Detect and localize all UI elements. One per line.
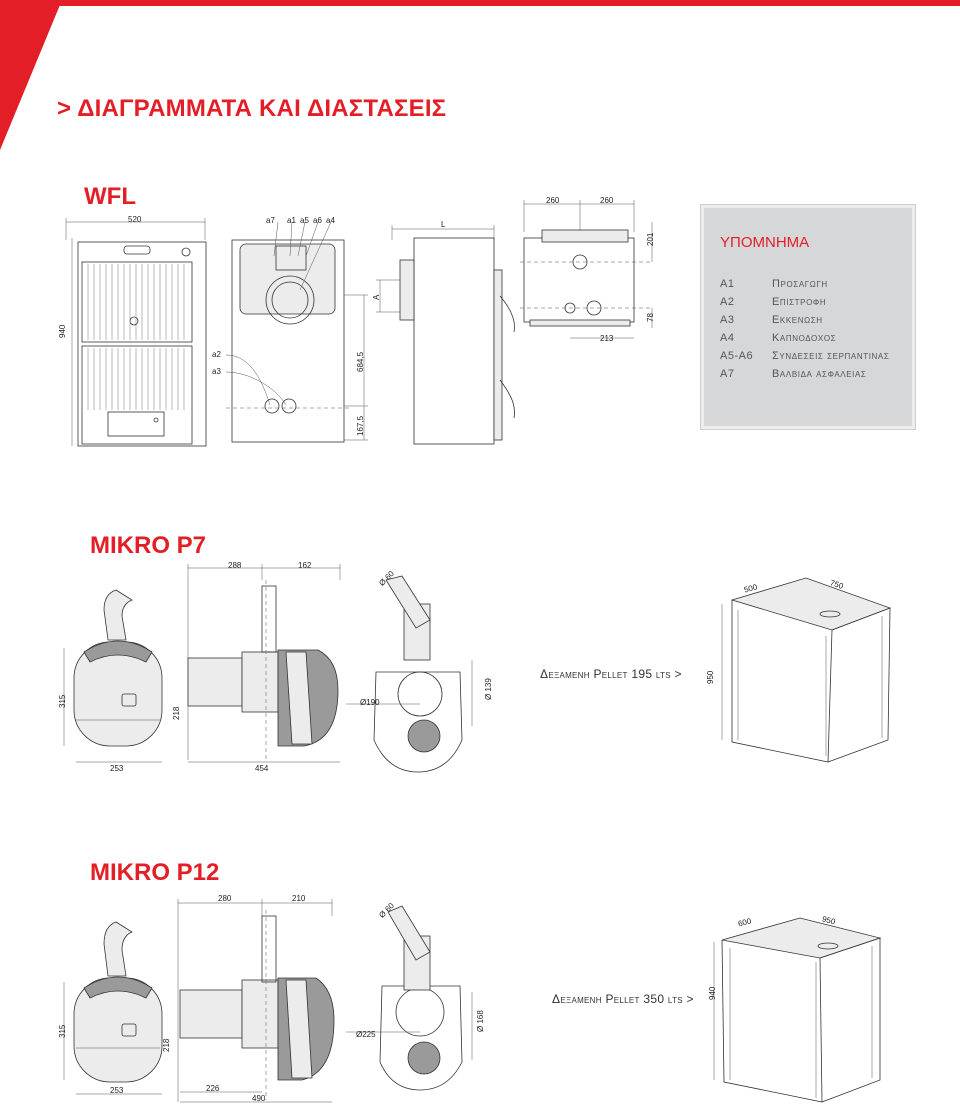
legend-label: Προσαγωγη bbox=[772, 278, 828, 290]
legend-code: Α3 bbox=[720, 314, 735, 326]
legend-code: Α4 bbox=[720, 332, 735, 344]
legend-label: Επιστροφη bbox=[772, 296, 827, 308]
corner-accent bbox=[0, 0, 62, 150]
legend-code: Α5-Α6 bbox=[720, 350, 754, 362]
p12-tank bbox=[713, 917, 882, 1103]
wfl-callout-a2: a2 bbox=[212, 350, 221, 359]
wfl-dim-width: 520 bbox=[128, 215, 142, 224]
wfl-back-view bbox=[225, 221, 368, 443]
p12-dim-253: 253 bbox=[110, 1086, 124, 1095]
legend-code: Α2 bbox=[720, 296, 735, 308]
p12-tank-label: Δεξαμενη Pellet 350 lts > bbox=[552, 992, 694, 1006]
p7-dim-253: 253 bbox=[110, 764, 124, 773]
p12-rear-view bbox=[346, 905, 473, 1091]
legend-label: Εκκενωση bbox=[772, 314, 823, 326]
wfl-callout-a5: a5 bbox=[300, 216, 309, 225]
wfl-side-view bbox=[376, 225, 515, 445]
p7-rear-view bbox=[346, 575, 473, 773]
legend-item: Α4 Καπνοδοχος bbox=[720, 332, 836, 344]
legend-label: Συνδεσεις σερπαντινας bbox=[772, 350, 890, 362]
wfl-front-slats bbox=[87, 264, 185, 410]
p7-tank-label: Δεξαμενη Pellet 195 lts > bbox=[540, 667, 682, 681]
wfl-callout-a1: a1 bbox=[287, 216, 296, 225]
p7-dim-162: 162 bbox=[298, 561, 312, 570]
wfl-dim-height: 940 bbox=[58, 324, 67, 338]
p12-front-view bbox=[63, 921, 163, 1095]
top-stripe bbox=[0, 0, 960, 6]
wfl-dim-depth: L bbox=[441, 220, 446, 229]
p12-dim-280: 280 bbox=[218, 894, 232, 903]
p12-dim-168: Ø 168 bbox=[476, 1010, 485, 1032]
wfl-dim-167: 167,5 bbox=[356, 415, 365, 436]
p12-dim-315: 315 bbox=[58, 1024, 67, 1038]
wfl-dim-201: 201 bbox=[646, 232, 655, 246]
wfl-dim-top-left: 260 bbox=[546, 196, 560, 205]
p7-dim-139: Ø 139 bbox=[484, 678, 493, 700]
wfl-dim-a: A bbox=[372, 294, 381, 300]
p12-dim-218: 218 bbox=[162, 1038, 171, 1052]
wfl-callout-a4: a4 bbox=[326, 216, 335, 225]
wfl-dim-684: 684,5 bbox=[356, 351, 365, 372]
p12-dim-210: 210 bbox=[292, 894, 306, 903]
p7-tank-dim-950: 950 bbox=[706, 670, 715, 684]
legend-label: Καπνοδοχος bbox=[772, 332, 837, 344]
p12-tank-dim-940: 940 bbox=[708, 986, 717, 1000]
wfl-callout-a7: a7 bbox=[266, 216, 275, 225]
wfl-dim-78: 78 bbox=[646, 313, 655, 322]
p12-dim-225: Ø225 bbox=[356, 1030, 376, 1039]
p7-dim-218: 218 bbox=[172, 706, 181, 720]
p12-dim-226: 226 bbox=[206, 1084, 220, 1093]
wfl-callout-a3: a3 bbox=[212, 367, 221, 376]
legend-item: Α7 Βαλβιδα ασφαλειας bbox=[720, 368, 866, 380]
p7-dim-315: 315 bbox=[58, 694, 67, 708]
p12-side-view bbox=[177, 899, 335, 1103]
page-title: > ΔΙΑΓΡΑΜΜΑΤΑ ΚΑΙ ΔΙΑΣΤΑΣΕΙΣ bbox=[57, 95, 447, 122]
legend-title: ΥΠΟΜΝΗΜΑ bbox=[720, 234, 810, 251]
legend-code: Α1 bbox=[720, 278, 735, 290]
legend-item: Α1 Προσαγωγη bbox=[720, 278, 828, 290]
wfl-top-view bbox=[520, 200, 653, 339]
p7-dim-288: 288 bbox=[228, 561, 242, 570]
p7-dim-454: 454 bbox=[255, 764, 269, 773]
legend-item: Α5-Α6 Συνδεσεις σερπαντινας bbox=[720, 350, 889, 362]
p7-tank bbox=[721, 577, 892, 763]
wfl-callout-a6: a6 bbox=[313, 216, 322, 225]
legend-item: Α3 Εκκενωση bbox=[720, 314, 823, 326]
legend-label: Βαλβιδα ασφαλειας bbox=[772, 368, 867, 380]
p7-section-title: MIKRO P7 bbox=[90, 532, 207, 559]
p12-dim-490: 490 bbox=[252, 1094, 266, 1103]
legend-box: ΥΠΟΜΝΗΜΑ Α1 Προσαγωγη Α2 Επιστροφη Α3 Εκκεν… bbox=[704, 208, 912, 426]
wfl-dim-top-right: 260 bbox=[600, 196, 614, 205]
legend-item: Α2 Επιστροφη bbox=[720, 296, 826, 308]
p7-dim-190: Ø190 bbox=[360, 698, 380, 707]
p7-side-view bbox=[187, 564, 341, 763]
p7-front-view bbox=[63, 589, 163, 763]
legend-code: Α7 bbox=[720, 368, 735, 380]
wfl-dim-213: 213 bbox=[600, 334, 614, 343]
p12-section-title: MIKRO P12 bbox=[90, 859, 220, 886]
wfl-section-title: WFL bbox=[84, 183, 136, 210]
